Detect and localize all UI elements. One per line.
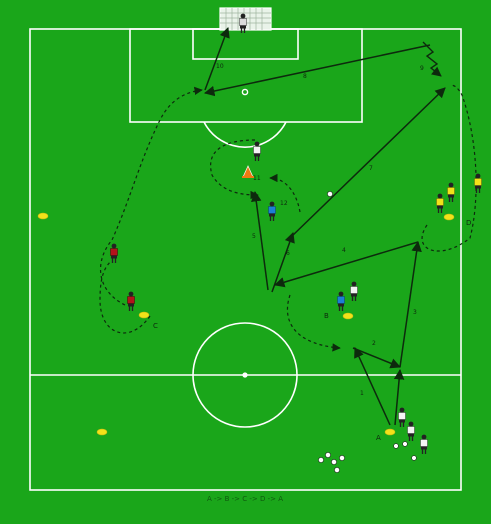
player-yellow [447, 182, 455, 202]
pass-label-11: 11 [253, 175, 261, 182]
ball [327, 191, 333, 197]
zone-label-a: A [376, 434, 381, 442]
pass-label-8: 8 [303, 73, 307, 80]
player-red [127, 291, 135, 311]
goalkeeper [239, 13, 247, 33]
pass-label-6: 6 [286, 250, 290, 257]
run-d-curl [421, 84, 477, 252]
run-c-loop [99, 261, 151, 334]
player-white [420, 434, 428, 454]
zone-label-c: C [153, 322, 158, 330]
player-white [350, 281, 358, 301]
dribble-runs [99, 84, 477, 352]
pass-label-4: 4 [342, 247, 346, 254]
ball [393, 443, 399, 449]
pass-cross [203, 44, 431, 97]
pass-label-3: 3 [413, 309, 417, 316]
pass-d-switch [273, 241, 419, 288]
pass-a-forward [393, 368, 405, 426]
ball [339, 455, 345, 461]
ball [334, 467, 340, 473]
pass-number-labels: 1 2 3 4 5 6 7 8 9 10 11 12 [216, 63, 424, 397]
disc-marker [443, 213, 455, 221]
pass-label-12: 12 [280, 200, 288, 207]
passes [203, 27, 446, 426]
disc-marker [342, 312, 354, 320]
run-c-to-box [99, 86, 203, 306]
pass-label-9: 9 [420, 65, 424, 72]
player-blue [337, 291, 345, 311]
ball [402, 441, 408, 447]
centre-circle [192, 322, 298, 428]
disc-marker [384, 428, 396, 436]
balls [318, 191, 417, 473]
zone-label-b: B [324, 312, 329, 320]
ball [325, 452, 331, 458]
training-cone [242, 165, 254, 178]
run-b-overlap [286, 294, 341, 352]
ball [318, 457, 324, 463]
players [110, 13, 482, 454]
disc-marker [96, 428, 108, 436]
disc-marker [138, 311, 150, 319]
ball [411, 455, 417, 461]
player-red [110, 243, 118, 263]
pass-diagonal [289, 87, 446, 239]
player-yellow [474, 173, 482, 193]
pass-label-10: 10 [216, 63, 224, 70]
pass-up [271, 232, 295, 293]
pass-a-to-b [354, 347, 391, 426]
zone-labels: A B C D [153, 219, 471, 442]
pass-to-box [251, 190, 269, 291]
ball [331, 459, 337, 465]
penalty-arc [203, 121, 287, 148]
pass-b-layoff [352, 347, 401, 369]
pass-to-d [399, 240, 422, 368]
centre-spot [242, 372, 248, 378]
sequence-caption: A -> B -> C -> D -> A [207, 495, 283, 503]
pass-label-7: 7 [369, 165, 373, 172]
player-white [253, 141, 261, 161]
zigzag-dribble [422, 41, 442, 77]
player-blue [268, 201, 276, 221]
disc-marker [37, 212, 49, 220]
player-yellow [436, 193, 444, 213]
pass-label-5: 5 [252, 233, 256, 240]
pass-label-2: 2 [372, 340, 376, 347]
player-white [398, 407, 406, 427]
run-box-curl [210, 139, 259, 200]
penalty-spot [241, 88, 249, 96]
zone-label-d: D [466, 219, 471, 227]
shot-on-goal [204, 27, 230, 91]
pass-label-1: 1 [360, 390, 364, 397]
player-white [407, 421, 415, 441]
disc-markers [37, 212, 455, 436]
